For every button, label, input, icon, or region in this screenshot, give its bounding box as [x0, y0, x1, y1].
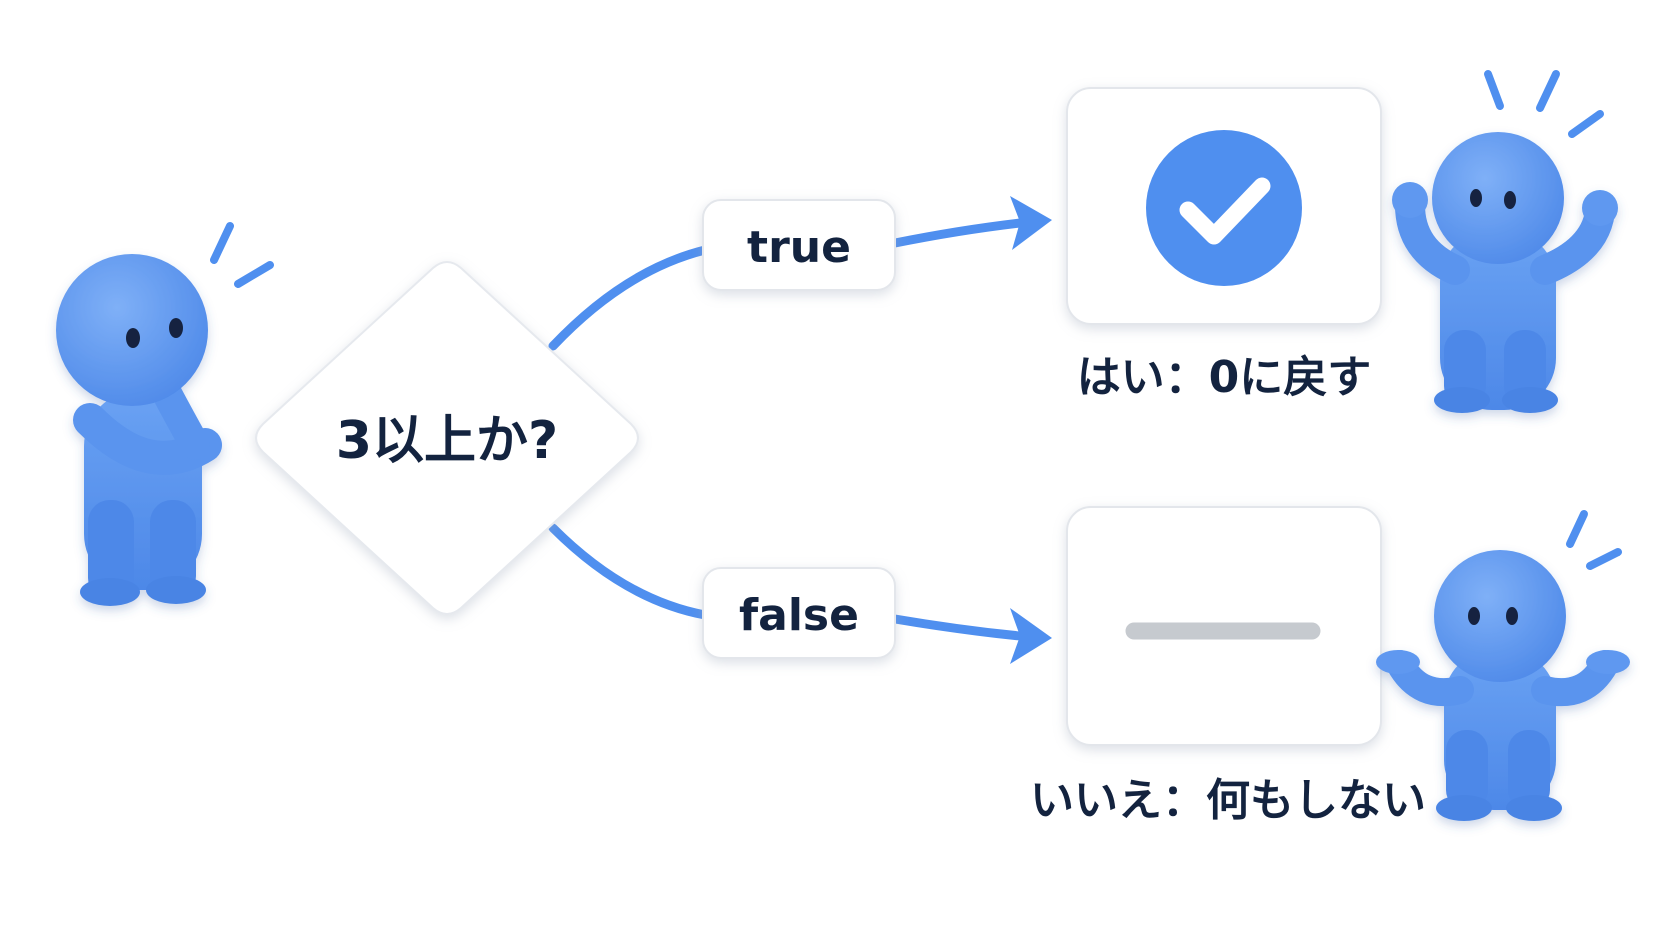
connector-arrows [548, 218, 1025, 641]
cheering-character [1392, 132, 1618, 413]
arrow-false-to-no [890, 614, 1025, 641]
decision-question: 3以上か? [336, 411, 558, 471]
true-branch-label [702, 199, 896, 291]
arrowhead-yes [1010, 196, 1052, 250]
arrow-true-to-yes [890, 218, 1025, 248]
false-branch-label [702, 567, 896, 659]
shrugging-motion-marks [1566, 510, 1622, 570]
no-caption: いいえ：何もしない [1030, 775, 1426, 826]
false-label-text: false [739, 590, 859, 641]
arrowhead-no [1010, 608, 1052, 664]
true-label-text: true [747, 222, 851, 273]
yes-caption: はい：0に戻す [1077, 352, 1372, 403]
cheering-motion-marks [1484, 70, 1604, 138]
shrugging-character [1376, 550, 1630, 821]
checkmark-circle-icon [1146, 130, 1302, 286]
arrow-decision-to-false [548, 523, 710, 620]
thinking-character [56, 254, 222, 606]
decision-node [255, 261, 639, 615]
thinking-motion-marks [210, 222, 274, 288]
arrow-decision-to-true [548, 245, 710, 351]
